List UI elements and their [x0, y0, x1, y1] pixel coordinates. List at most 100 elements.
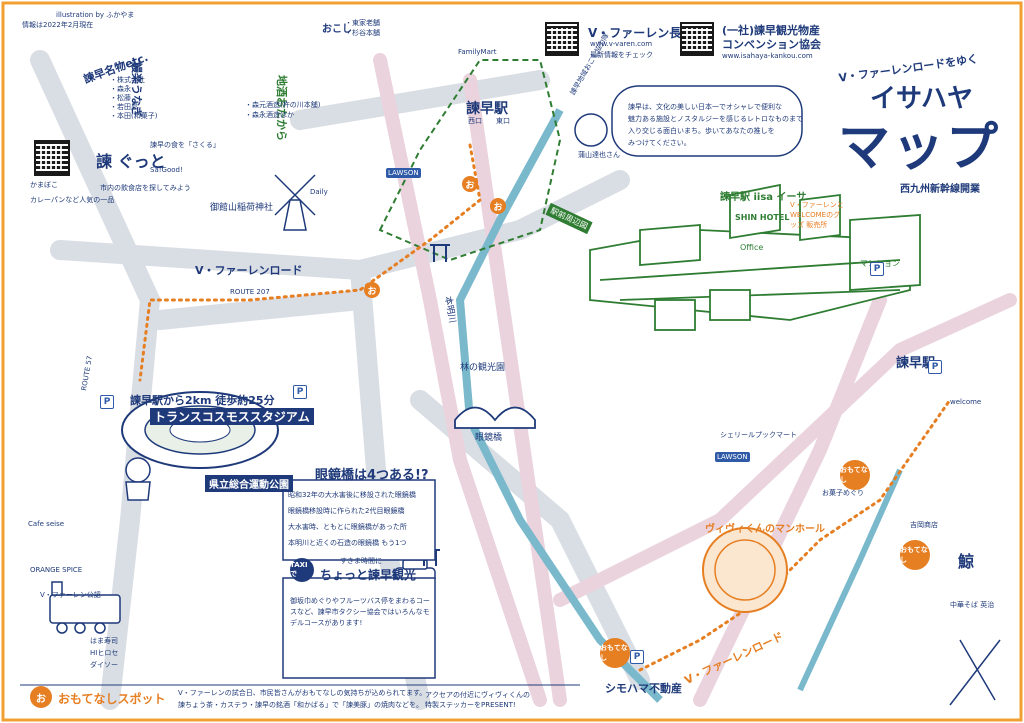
guide-name: 蒲山達也さん [578, 151, 620, 159]
station-east-exit-label: 東口 [496, 117, 510, 125]
megane-item-2: 眼鏡橋移設時に作られた2代目眼鏡橋 [288, 507, 405, 515]
lawson-marker-east: LAWSON [715, 452, 750, 462]
ekimae-building: 諫早駅 iisa イーサ [720, 192, 807, 203]
windmill-icon [274, 174, 316, 231]
specialty-item-2: ・森永 [110, 85, 131, 93]
gourmet-sub: Sa!Good! [150, 166, 183, 174]
parking-icon: P [870, 262, 884, 276]
gourmet-brand: 諫 ぐっと [96, 152, 166, 171]
yoshioka-label: 吉岡商店 [910, 521, 938, 529]
present-text: アクセアの付近にヴィヴィくんの特製ステッカーをPRESENT! [425, 691, 530, 709]
river-east [797, 468, 903, 692]
guide-avatar [574, 113, 608, 147]
vfaren-park-label: V・ファーレン公認 [40, 591, 101, 599]
railway [373, 53, 1017, 707]
station-exit-label: 西口 [468, 117, 482, 125]
vfaren-goods: V・ファーレンとWELCOMEのグッズ 販売所 [790, 201, 844, 229]
parking-icon: P [100, 395, 114, 409]
qr-code-icon[interactable] [680, 22, 714, 56]
omotenashi-spot-icon[interactable]: おもてなし [600, 638, 630, 668]
omotenashi-badge-icon: お [30, 686, 52, 708]
partner2-name1: (一社)諫早観光物産 [722, 24, 821, 37]
kujira-note: 中華そば 英治 [950, 601, 995, 609]
kujira-label: 鯨 [958, 552, 975, 571]
omotenashi-spot-icon[interactable]: お [462, 176, 478, 192]
station-east-label: 諫早駅 [896, 356, 936, 371]
taxi-badge: TAXIで [290, 558, 314, 582]
partner1-note: 最新情報をチェック [590, 51, 653, 59]
shrine-label: 御館山稲荷神社 [210, 203, 274, 213]
guide-speech-bubble [611, 85, 803, 157]
megane-bridge-label: 眼鏡橋 [475, 433, 503, 443]
office-label: Office [740, 243, 764, 252]
guide-text-1: 諫早は、文化の美しい日本一でオシャレで便利な [628, 103, 782, 111]
guide-text-3: 入り交じる面白いまち。歩いてあなたの推しを [628, 127, 775, 135]
megane-item-3: 大水害時、ともとに眼鏡橋があった所 [288, 523, 407, 531]
partner2-url[interactable]: www.isahaya-kankou.com [722, 52, 813, 60]
omotenashi-text-1: V・ファーレンの試合日、市民皆さんがおもてなしの気持ちが込められてます。 [178, 689, 427, 697]
orange-spice-label: ORANGE SPICE [30, 566, 83, 574]
okoshi-shops: ・東家老舗 ・杉谷本舗 [345, 19, 380, 37]
guide-text-2: 魅力ある施設とノスタルジーを感じるレトロなものまで [628, 115, 803, 123]
manhole-label: ヴィヴィくんのマンホール [705, 524, 825, 535]
omotenashi-spot-icon[interactable]: お [490, 198, 506, 214]
partner1-name: V・ファーレン長崎 [588, 26, 694, 40]
station-area-outline [378, 59, 562, 262]
vfaren-road-route [138, 143, 482, 382]
familymart-label: FamilyMart [458, 48, 497, 56]
taxi-sub: すきま時間に [340, 557, 382, 565]
specialty-item-1: ・株式会社 [110, 76, 145, 84]
route207-label: ROUTE 207 [230, 288, 270, 296]
kamaboko-note: カレーパンなど人気の一品 [30, 196, 115, 204]
kamaboko-label: かまぼこ [30, 181, 58, 189]
nishikyushu-label: 西九州新幹線開業 [900, 184, 980, 195]
park-label: 県立総合運動公園 [205, 475, 293, 492]
vfaren-road-route-east [638, 398, 952, 672]
parking-icon: P [928, 360, 942, 374]
megane-info-box [282, 479, 436, 561]
vfaren-road-label: V・ファーレンロード [195, 264, 303, 277]
shimohama-label: シモハマ不動産 [605, 682, 682, 695]
stadium-label: トランスコスモススタジアム [150, 408, 314, 425]
parking-icon: P [293, 385, 307, 399]
partner2-name2: コンベンション協会 [722, 38, 821, 51]
taxi-title: ちょっと諫早観光 [320, 568, 417, 582]
welcome-label: welcome [950, 398, 982, 406]
gourmet-title: 諫早の食を「さくる」 [150, 141, 220, 149]
omotenashi-spot-icon[interactable]: お [364, 282, 380, 298]
omotenashi-spot-icon[interactable]: おもてなし [840, 460, 870, 490]
station-complex-illustration [589, 183, 921, 331]
shin-hotel: SHIN HOTEL [735, 213, 790, 222]
daily-label: Daily [310, 188, 328, 196]
specialty-item-4: ・若田屋 [110, 103, 138, 111]
credit: illustration by ふかやま [56, 11, 135, 19]
hirose-label: HIヒロセ [90, 649, 119, 657]
guide-text-4: みつけてください。 [628, 139, 691, 147]
taxi-info-box [282, 577, 436, 679]
megane-title: 眼鏡橋は4つある!? [315, 468, 429, 483]
omotenashi-spot-icon[interactable]: おもてなし [900, 540, 930, 570]
qr-code-icon[interactable] [34, 140, 70, 176]
gourmet-note: 市内の飲食店を探してみよう [100, 184, 191, 192]
stadium-distance: 諫早駅から2km 徒歩約25分 [130, 394, 275, 407]
partner1-url[interactable]: www.v-varen.com [590, 40, 653, 48]
qr-code-icon[interactable] [545, 22, 579, 56]
lawson-marker: LAWSON [386, 168, 421, 178]
map-title-2: マップ [838, 118, 1001, 178]
sake-notes: ・森元酒造(杵の川本舗) ・森永酒造ほか [245, 101, 321, 119]
mascot-icon [125, 457, 151, 501]
hamazushi-label: はま寿司 [90, 637, 118, 645]
megane-item-1: 昭和32年の大水害後に移設された眼鏡橋 [288, 491, 416, 499]
hayashi-label: 林の観光園 [460, 363, 506, 373]
train-icon [49, 581, 121, 634]
omotenashi-label: おもてなしスポット [58, 692, 166, 706]
specialty-item-5: ・本田(和菓子) [110, 112, 158, 120]
okashi-label: お菓子めぐり [822, 489, 864, 497]
megane-item-4: 本明川と近くの石造の眼鏡橋 もう1つ [288, 539, 407, 547]
cafe-label: Cafe seise [28, 520, 65, 528]
omotenashi-text-2: 諫ちょう茶・カステラ・諫早の銘酒「和かばる」で「諫美豚」の焼肉などを。 [178, 701, 423, 709]
daiso-label: ダイソー [90, 661, 118, 669]
